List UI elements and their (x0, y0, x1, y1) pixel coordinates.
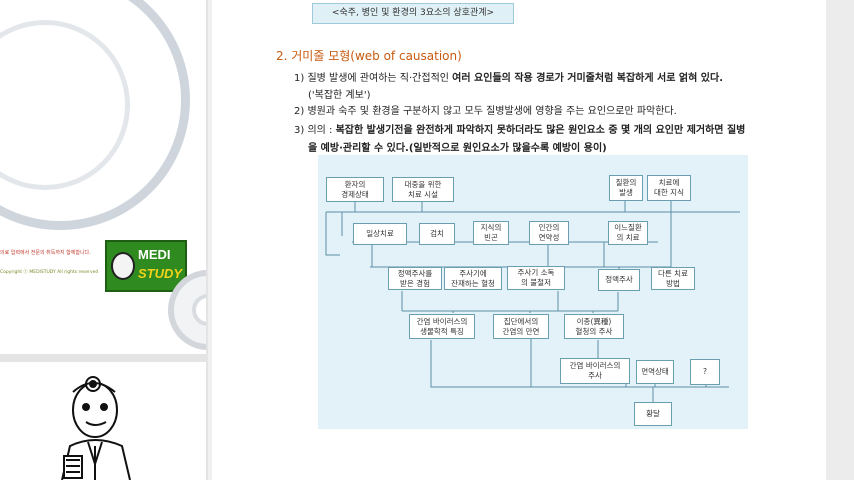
diagram-node: 간염 바이러스의 주사 (560, 358, 630, 384)
diagram-node: 검치 (419, 223, 455, 245)
caption-box: <숙주, 병인 및 환경의 3요소의 상호관계> (312, 3, 514, 24)
diagram-node: 치료에 대한 지식 (647, 175, 691, 201)
diagram-node: 일상치료 (353, 223, 407, 245)
doctor-character-panel (0, 362, 206, 480)
list-item-2: 2) 병원과 숙주 및 환경을 구분하지 않고 모두 질병발생에 영향을 주는 … (294, 102, 677, 117)
logo-text-line1: MEDI (138, 247, 171, 262)
item-bold-text: 을 예방·관리할 수 있다.(일반적으로 원인요소가 많을수록 예방이 용이) (308, 143, 607, 154)
stethoscope-graphic-inner (0, 20, 130, 190)
doctor-face-icon (111, 252, 135, 280)
diagram-node: 주사기 소독 의 불철저 (507, 266, 565, 290)
diagram-node: 정맥주사를 받은 경험 (388, 267, 442, 290)
list-item-3-cont: 을 예방·관리할 수 있다.(일반적으로 원인요소가 많을수록 예방이 용이) (308, 139, 607, 154)
diagram-node: 다른 치료 방법 (651, 267, 695, 290)
diagram-node: 지식의 빈곤 (473, 221, 509, 245)
list-item-3: 3) 의의 : 복잡한 발생기전을 완전하게 파악하지 못하더라도 많은 원인요… (294, 121, 745, 136)
item-text: 병원과 숙주 및 환경을 구분하지 않고 모두 질병발생에 영향을 주는 요인으… (307, 106, 677, 117)
item-number: 3) (294, 125, 305, 136)
item-bold-text: 여러 요인들의 작용 경로가 거미줄처럼 복잡하게 서로 얽혀 있다. (452, 73, 724, 84)
doctor-cartoon-icon (61, 376, 131, 480)
diagram-node: 이느질환 의 치료 (608, 221, 648, 245)
diagram-node: 간염 바이러스의 생물학적 특징 (409, 314, 475, 339)
sidebar-copyright: Copyright ⓒ MEDISTUDY All rights reserve… (0, 270, 99, 275)
diagram-node: 인간의 연약성 (529, 221, 569, 245)
item-bold-text: 복잡한 발생기전을 완전하게 파악하지 못하더라도 많은 원인요소 중 몇 개의… (335, 125, 746, 136)
diagram-node: 주사기에 잔재하는 혈청 (444, 267, 502, 290)
web-of-causation-diagram: 환자의 경제상태 대중을 위한 치료 시설 질환의 발생 치료에 대한 지식 일… (318, 155, 748, 429)
list-item-1-cont: ('복잡한 계보') (308, 86, 370, 101)
right-margin (826, 0, 854, 480)
logo-text-line2: STUDY (138, 266, 183, 281)
list-item-1: 1) 질병 발생에 관여하는 직·간접적인 여러 요인들의 작용 경로가 거미줄… (294, 69, 723, 84)
diagram-node: 정맥주사 (598, 269, 640, 291)
item-text: 질병 발생에 관여하는 직·간접적인 (307, 73, 453, 84)
sidebar-banner: 의료 입력에서 전문의 취득까지 함께합니다. Copyright ⓒ MEDI… (0, 0, 206, 354)
medistudy-logo: MEDI STUDY (105, 240, 187, 292)
diagram-node: ? (690, 359, 720, 385)
section-heading: 2. 거미줄 모형(web of causation) (276, 49, 462, 63)
sidebar-tagline: 의료 입력에서 전문의 취득까지 함께합니다. (0, 250, 91, 256)
item-number: 2) (294, 106, 305, 117)
item-text: 의의 : (307, 125, 336, 136)
item-text: ('복잡한 계보') (308, 90, 371, 101)
diagram-node: 집단에서의 간염의 만연 (493, 314, 549, 339)
diagram-node: 이종(異種) 혈청의 주사 (564, 314, 624, 339)
diagram-node: 대중을 위한 치료 시설 (392, 177, 454, 202)
left-panel: 의료 입력에서 전문의 취득까지 함께합니다. Copyright ⓒ MEDI… (0, 0, 208, 480)
diagram-node: 환자의 경제상태 (326, 177, 384, 202)
diagram-node: 면역상태 (636, 360, 674, 384)
item-number: 1) (294, 73, 305, 84)
diagram-node: 황달 (634, 402, 672, 426)
diagram-node: 질환의 발생 (609, 175, 643, 201)
